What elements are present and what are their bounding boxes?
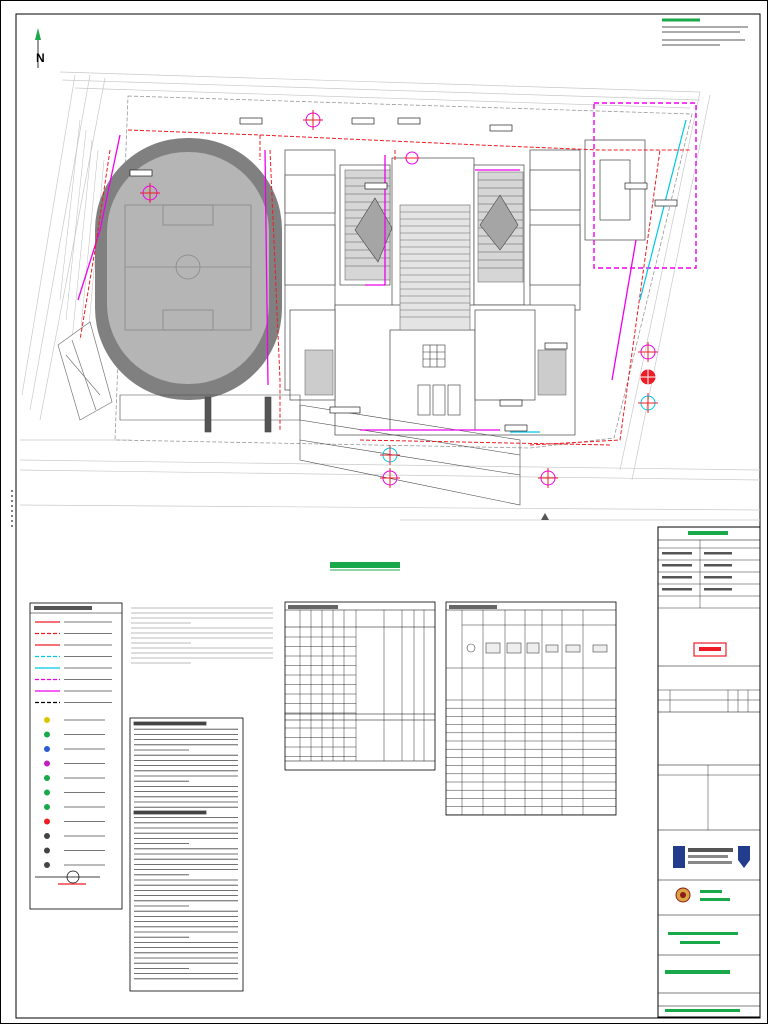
legend-symbol-row [44, 804, 105, 810]
hydrant-icon [638, 342, 658, 362]
legend-symbol-row [44, 833, 105, 839]
hydrant-icon [404, 151, 420, 165]
stage-stamp [693, 642, 727, 657]
title-block [657, 526, 761, 1018]
hydrant-icon [538, 468, 558, 488]
hydrant-icon [140, 183, 160, 203]
plan-title [330, 562, 400, 571]
highlight-zone [593, 102, 697, 269]
gate-marker [541, 513, 549, 520]
drawing-number-bar [665, 1009, 740, 1012]
magenta-service-lines [77, 134, 637, 431]
sports-courts [57, 321, 113, 421]
client-crest [675, 887, 730, 903]
auditorium-seating [399, 204, 471, 331]
legend-symbol-row [44, 862, 105, 868]
legend-panel [29, 602, 123, 910]
track-infield [107, 152, 269, 384]
legend-symbol-row [44, 789, 105, 796]
organisation-logo [673, 846, 750, 868]
pyramid-roofs [354, 194, 519, 263]
project-name-bar [668, 932, 738, 935]
legend-symbol-row [44, 847, 105, 854]
drawing-title-bar [665, 970, 730, 974]
schedule-table-1 [284, 601, 436, 771]
hydrant-icon [638, 367, 658, 387]
fitting-icons [466, 642, 608, 654]
red-service-lines [79, 129, 690, 446]
legend-symbol-row [44, 717, 105, 723]
legend-symbol-row [44, 818, 105, 825]
central-courtyard-grid [417, 344, 461, 416]
legend-footer-symbols [35, 870, 100, 885]
callout-tags [129, 117, 678, 432]
hydrant-icon [380, 468, 400, 488]
access-ramps [119, 394, 521, 506]
design-notes-box [129, 717, 244, 992]
legend-symbol-row [44, 731, 105, 738]
north-mark: N [36, 51, 45, 65]
general-notes-block [662, 18, 748, 46]
hydrant-icon [303, 110, 323, 130]
legend-rows [35, 621, 112, 868]
hydrant-icon [380, 445, 400, 465]
football-pitch [124, 204, 252, 331]
drawing-frame [15, 13, 761, 1019]
notes-area [129, 607, 273, 992]
legend-symbol-row [44, 775, 105, 781]
north-arrow-icon: N [35, 28, 45, 68]
site-plan [19, 71, 761, 521]
legend-symbol-row [44, 746, 105, 752]
landscape-hatch [59, 119, 105, 381]
legend-symbol-row [44, 760, 105, 767]
schedule-table-2 [445, 601, 617, 816]
hydrant-icons [140, 110, 658, 488]
hydrant-icon [638, 393, 658, 413]
